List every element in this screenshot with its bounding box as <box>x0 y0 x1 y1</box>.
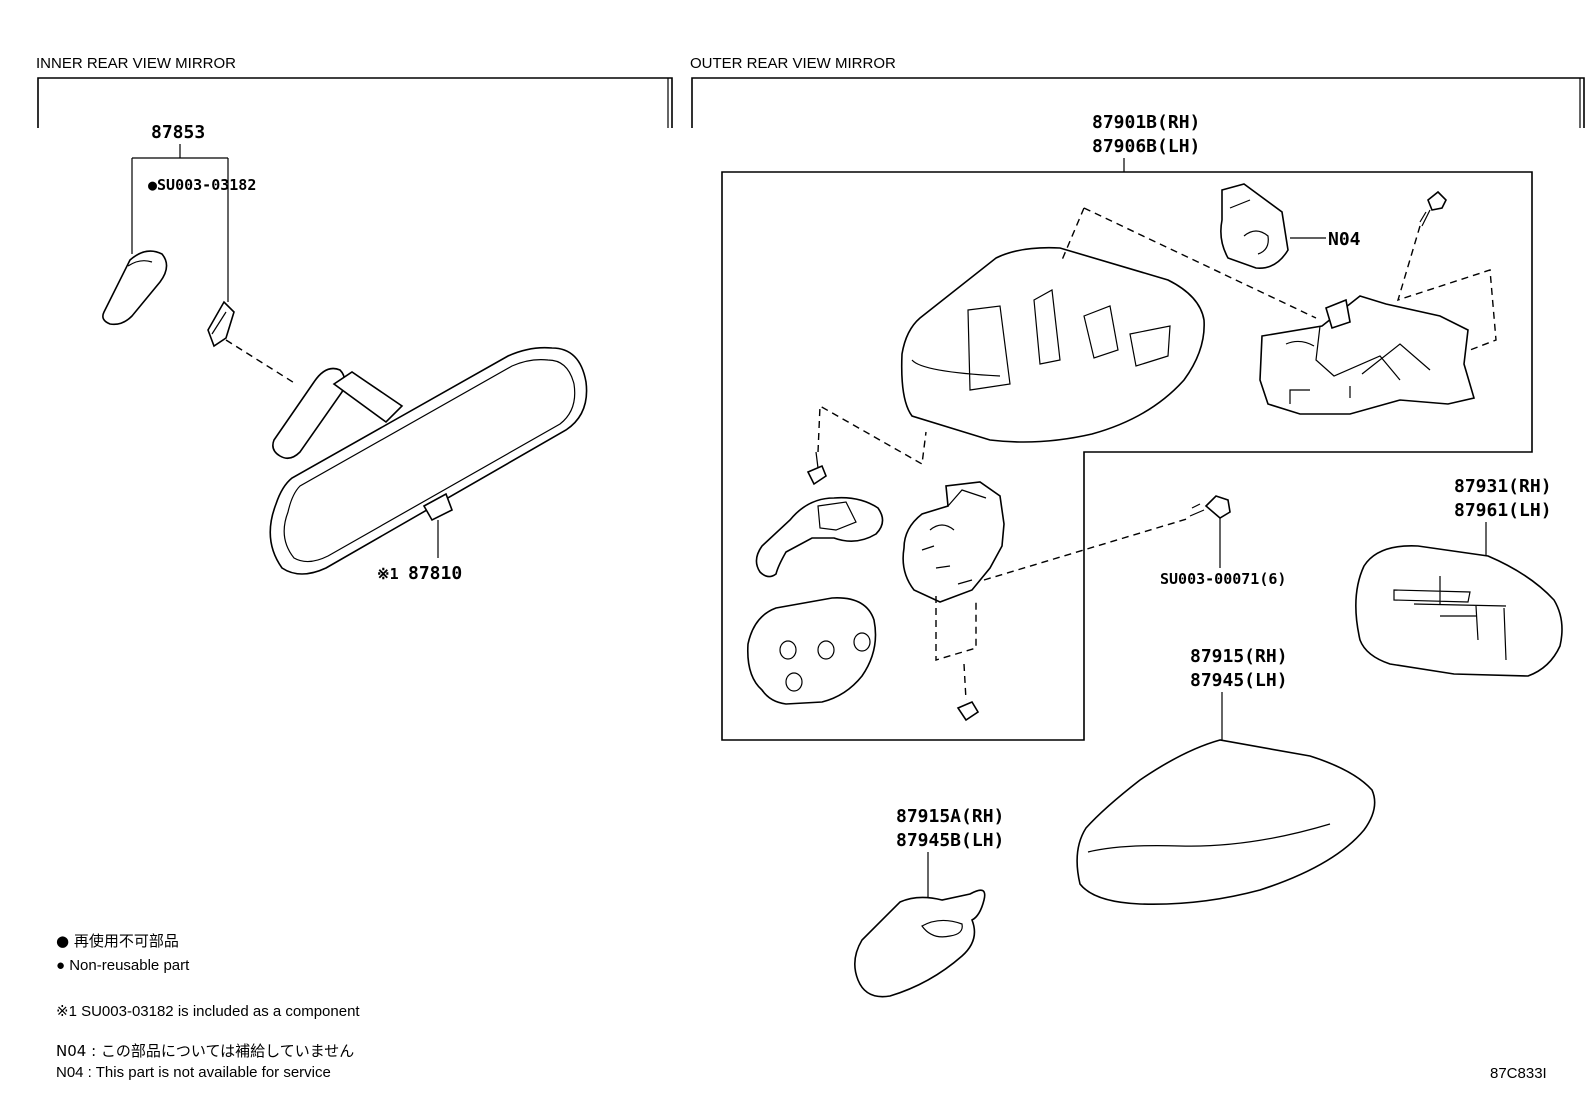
mirror-clip-su003-03182 <box>207 300 235 348</box>
outer-section-bracket <box>691 77 1585 128</box>
screw-left-dash <box>817 404 927 466</box>
screw-bottom <box>956 663 980 722</box>
note-1-component: ※1 SU003-03182 is included as a componen… <box>56 1003 360 1020</box>
screw-dash-lines <box>1396 225 1497 351</box>
part-label-87901b-rh[interactable]: 87901B(RH) <box>1092 112 1200 133</box>
mounting-screw-top <box>1419 190 1447 227</box>
mirror-motor-n04 <box>1220 183 1289 269</box>
mirror-mount-cover <box>102 250 168 326</box>
part-label-87810-mark: ※1 <box>377 565 399 583</box>
outer-section-title: OUTER REAR VIEW MIRROR <box>690 55 896 72</box>
screw-su003-00071 <box>1189 495 1231 519</box>
part-label-87945-lh[interactable]: 87945(LH) <box>1190 670 1288 691</box>
mirror-retractor-unit <box>902 481 1005 603</box>
part-label-87931-rh[interactable]: 87931(RH) <box>1454 476 1552 497</box>
outer-mirror-glass-87931 <box>1355 545 1563 677</box>
part-label-su003-00071[interactable]: SU003-00071(6) <box>1160 570 1286 588</box>
note-n04-jp: N04 : この部品については補給していません <box>56 1042 354 1060</box>
inner-rear-view-mirror-87810 <box>269 346 588 575</box>
part-label-su003-03182[interactable]: ●SU003-03182 <box>148 176 256 194</box>
retractor-dash-lines <box>935 517 1191 661</box>
part-label-87961-lh[interactable]: 87961(LH) <box>1454 500 1552 521</box>
part-label-87906b-lh[interactable]: 87906B(LH) <box>1092 136 1200 157</box>
note-n04-en: N04 : This part is not available for ser… <box>56 1064 331 1081</box>
leader-87853 <box>131 144 229 302</box>
inner-section-title: INNER REAR VIEW MIRROR <box>36 55 236 72</box>
drawing-code: 87C833I <box>1490 1065 1547 1082</box>
assembly-boundary-87901b <box>721 171 1533 741</box>
part-label-n04[interactable]: N04 <box>1328 229 1361 250</box>
housing-dash-lines <box>1061 207 1317 319</box>
part-label-87915a-rh[interactable]: 87915A(RH) <box>896 806 1004 827</box>
note-nonreusable-en: ● Non-reusable part <box>56 957 190 974</box>
mirror-housing-body <box>900 246 1205 443</box>
outer-mirror-cover-87915 <box>1076 739 1376 906</box>
mirror-gasket <box>755 496 884 578</box>
clip-install-path <box>225 339 297 385</box>
side-cover-87915a <box>854 889 986 998</box>
part-label-87810[interactable]: 87810 <box>408 563 462 584</box>
part-label-87945b-lh[interactable]: 87945B(LH) <box>896 830 1004 851</box>
screw-left <box>806 451 827 486</box>
inner-section-bracket <box>37 77 673 128</box>
part-label-87915-rh[interactable]: 87915(RH) <box>1190 646 1288 667</box>
mirror-base-cover <box>746 597 877 705</box>
mirror-base-frame <box>1259 295 1476 415</box>
note-nonreusable-jp: ● 再使用不可部品 <box>56 932 179 950</box>
part-label-87853[interactable]: 87853 <box>151 122 205 143</box>
